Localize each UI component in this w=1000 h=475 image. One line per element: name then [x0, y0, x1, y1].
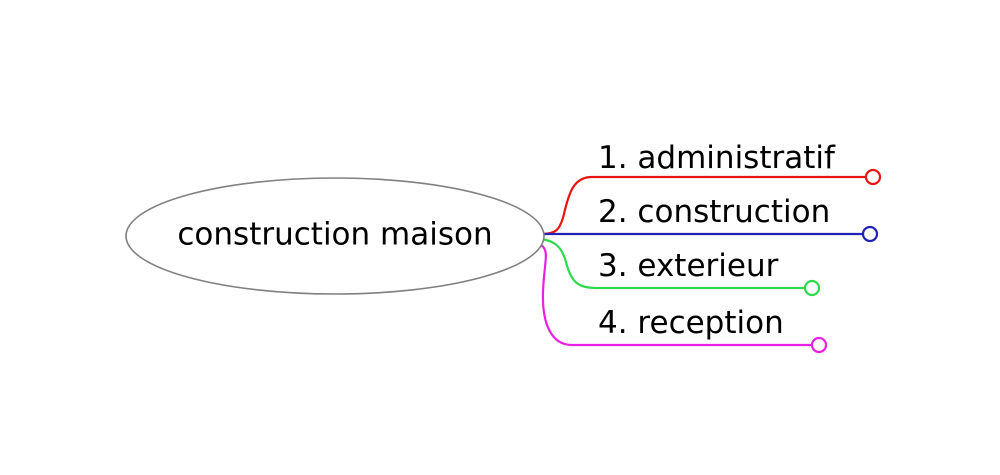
branch-line-1[interactable] [539, 175, 868, 236]
branch-label-3: 3. exterieur [598, 248, 779, 284]
branch-reception[interactable]: 4. reception [539, 243, 828, 354]
branch-label-2: 2. construction [598, 194, 830, 230]
branch-endpoint-4[interactable] [810, 336, 828, 354]
branch-line-4[interactable] [539, 243, 814, 347]
branch-label-1: 1. administratif [598, 140, 836, 176]
branch-endpoint-1[interactable] [864, 168, 882, 186]
branch-line-3[interactable] [539, 237, 807, 290]
branch-endpoint-2[interactable] [861, 225, 879, 243]
branch-construction[interactable]: 2. construction [539, 194, 879, 243]
branch-endpoint-3[interactable] [803, 279, 821, 297]
root-node-label: construction maison [177, 217, 492, 253]
branch-label-4: 4. reception [598, 305, 784, 341]
root-node-ellipse[interactable] [125, 177, 545, 295]
root-node[interactable]: construction maison [125, 177, 545, 295]
branch-exterieur[interactable]: 3. exterieur [539, 237, 821, 297]
branch-administratif[interactable]: 1. administratif [539, 140, 882, 236]
